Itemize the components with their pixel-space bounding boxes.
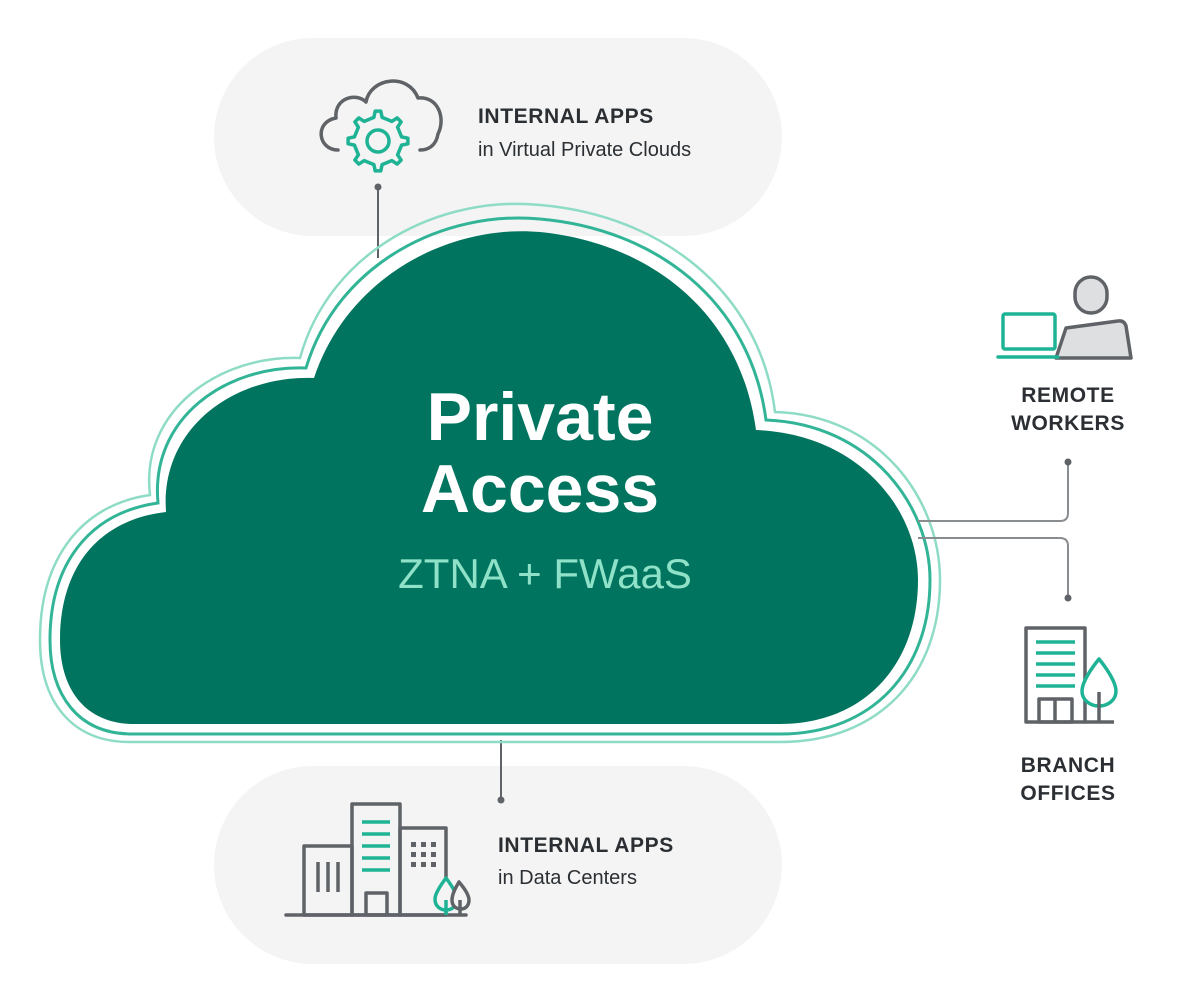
branch-connector-line: [918, 537, 1069, 598]
bottom-pill-heading: INTERNAL APPS: [498, 834, 674, 857]
gear-icon: [346, 109, 410, 173]
data-center-buildings-icon: [284, 802, 471, 917]
branch-label-line1: BRANCH: [1021, 754, 1116, 777]
top-pill-heading: INTERNAL APPS: [478, 105, 654, 128]
bottom-connector-dot: [497, 796, 505, 804]
top-connector-dot: [374, 183, 382, 191]
private-access-cloud: Private Access ZTNA + FWaaS: [38, 202, 942, 744]
top-pill: INTERNAL APPS in Virtual Private Clouds: [214, 38, 782, 258]
remote-connector-dot: [1064, 458, 1072, 466]
remote-label-line1: REMOTE: [1021, 384, 1114, 407]
top-pill-background: [214, 38, 782, 236]
bottom-pill-background: [214, 766, 782, 964]
remote-label-line2: WORKERS: [1011, 412, 1125, 435]
top-pill-subheading: in Virtual Private Clouds: [478, 139, 691, 161]
branch-offices: BRANCH OFFICES: [1020, 626, 1118, 805]
remote-workers: REMOTE WORKERS: [996, 275, 1133, 435]
branch-label-line2: OFFICES: [1020, 782, 1115, 805]
cloud-outline-middle: [48, 216, 932, 736]
cloud-title-line1: Private: [427, 379, 654, 455]
branch-connector-dot: [1064, 594, 1072, 602]
bottom-pill: INTERNAL APPS in Data Centers: [214, 740, 782, 964]
cloud-subtitle: ZTNA + FWaaS: [398, 550, 692, 597]
office-building-tree-icon: [1024, 626, 1118, 724]
laptop-user-icon: [996, 275, 1133, 360]
right-connectors: [918, 458, 1072, 602]
cloud-title-line2: Access: [421, 451, 659, 527]
remote-connector-line: [918, 462, 1069, 522]
cloud-gear-icon: [319, 79, 443, 173]
cloud-outline-outer: [38, 202, 942, 744]
bottom-pill-subheading: in Data Centers: [498, 867, 637, 889]
cloud-body: [60, 231, 918, 724]
